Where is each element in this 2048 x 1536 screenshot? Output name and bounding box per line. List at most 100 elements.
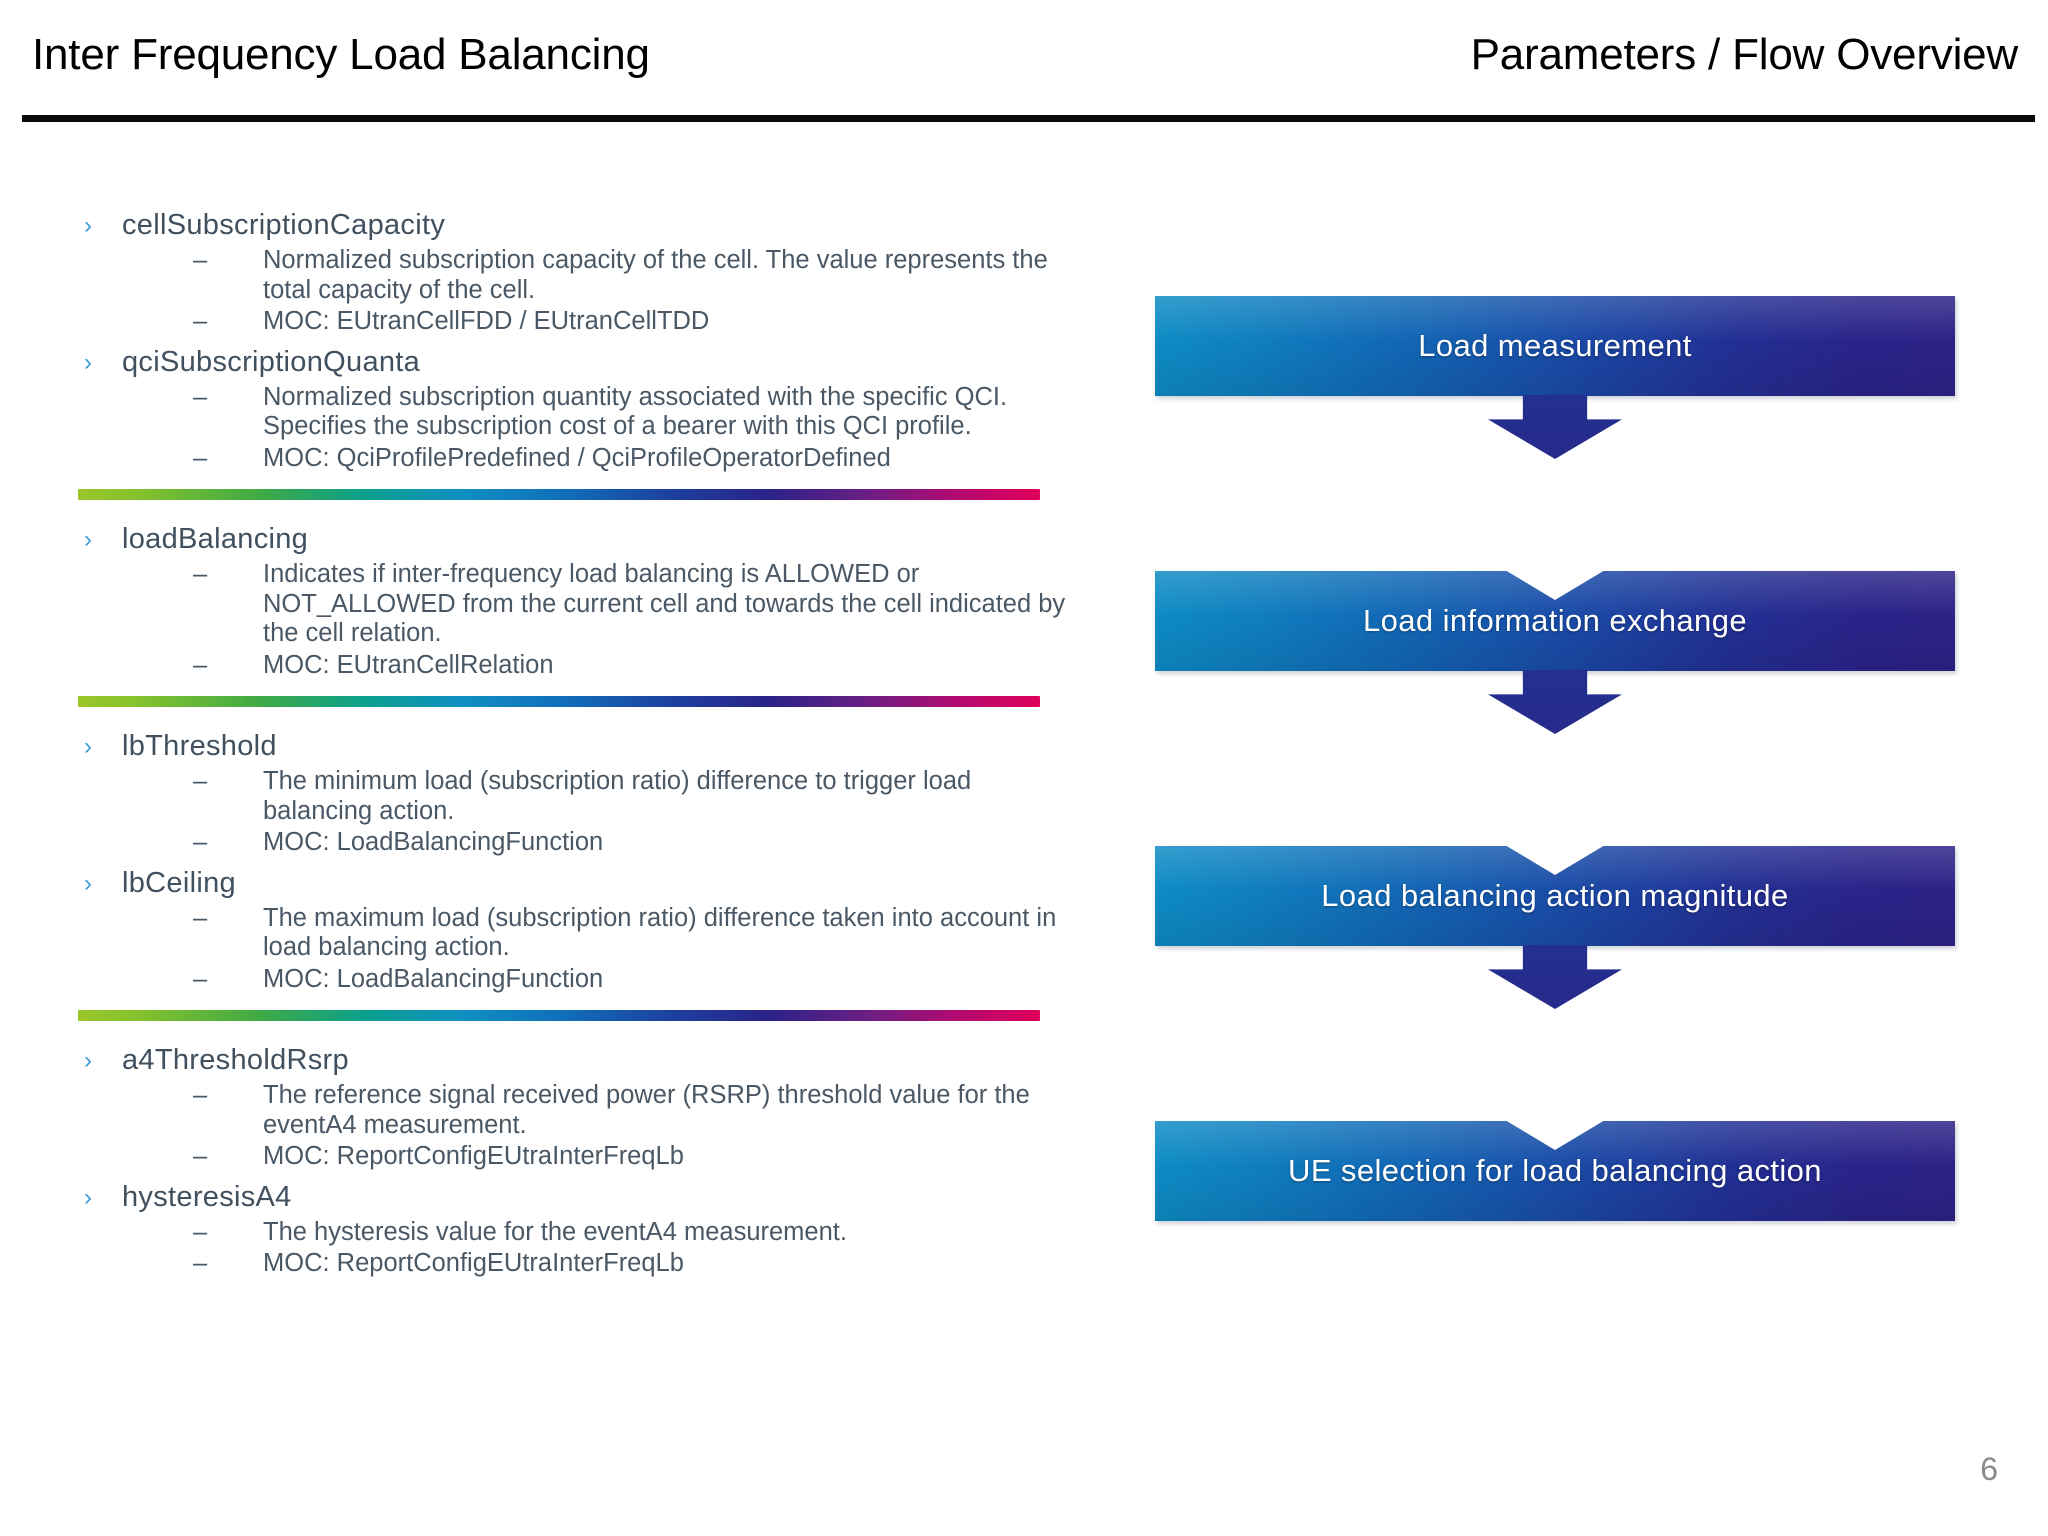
chevron-right-icon: › — [84, 869, 93, 897]
parameter-group: › cellSubscriptionCapacity – Normalized sub… — [78, 206, 1068, 473]
parameter-name-label: lbCeiling — [122, 866, 236, 899]
parameter-group: › a4ThresholdRsrp – The reference signal re… — [78, 1041, 1068, 1279]
parameter-detail: – MOC: LoadBalancingFunction — [78, 828, 1068, 858]
flow-step-label: Load information exchange — [1363, 603, 1747, 638]
parameter-name: › qciSubscriptionQuanta — [78, 343, 1068, 381]
chevron-right-icon: › — [84, 1047, 93, 1074]
parameter-detail-label: MOC: LoadBalancingFunction — [263, 964, 604, 993]
parameter-detail-list: – The maximum load (subscription ratio) d… — [78, 904, 1068, 995]
parameter-detail-label: MOC: EUtranCellRelation — [263, 650, 554, 679]
slide-header: Inter Frequency Load Balancing Parameter… — [0, 0, 2048, 130]
parameter-name-label: hysteresisA4 — [122, 1180, 292, 1213]
parameter-name: › a4ThresholdRsrp — [78, 1041, 1068, 1079]
parameter-detail: – The hysteresis value for the eventA4 me… — [78, 1218, 1068, 1248]
parameter-name: › lbCeiling — [78, 864, 1068, 902]
page-title: Inter Frequency Load Balancing — [32, 30, 650, 79]
parameter-name-label: qciSubscriptionQuanta — [122, 345, 421, 378]
flow-step: Load information exchange — [1155, 570, 1955, 734]
chevron-right-icon: › — [84, 733, 93, 760]
dash-icon: – — [193, 964, 208, 993]
parameter-detail-list: – The hysteresis value for the eventA4 me… — [78, 1218, 1068, 1279]
parameter-detail-label: MOC: ReportConfigEUtraInterFreqLb — [263, 1142, 684, 1170]
parameter-name-label: lbThreshold — [122, 730, 277, 762]
parameter-detail: – The minimum load (subscription ratio) d… — [78, 767, 1068, 826]
parameter-detail: – The reference signal received power (RS… — [78, 1081, 1068, 1140]
parameter-name: › cellSubscriptionCapacity — [78, 206, 1068, 244]
parameter-detail: – Normalized subscription quantity associ… — [78, 383, 1068, 442]
dash-icon: – — [193, 650, 208, 679]
parameter-detail: – MOC: EUtranCellRelation — [78, 651, 1068, 681]
parameter-detail-list: – Normalized subscription capacity of the… — [78, 246, 1068, 337]
chevron-right-icon: › — [84, 212, 93, 239]
dash-icon: – — [193, 1142, 208, 1170]
flow-step: Load measurement — [1155, 296, 1955, 459]
parameter-detail: – MOC: ReportConfigEUtraInterFreqLb — [78, 1142, 1068, 1172]
dash-icon: – — [193, 1217, 208, 1246]
dash-icon: – — [193, 443, 208, 472]
flow-step-label: Load balancing action magnitude — [1321, 878, 1789, 913]
parameter-detail-label: Indicates if inter-frequency load balanc… — [263, 560, 1066, 647]
parameter-detail: – The maximum load (subscription ratio) d… — [78, 904, 1068, 963]
parameter-item: › cellSubscriptionCapacity – Normalized sub… — [78, 206, 1068, 337]
parameter-item: › lbThreshold – The minimum load (subscript… — [78, 727, 1068, 858]
dash-icon: – — [193, 1249, 208, 1277]
parameter-detail-label: The maximum load (subscription ratio) di… — [263, 903, 1057, 962]
parameter-name: › loadBalancing — [78, 520, 1068, 558]
dash-icon: – — [193, 767, 208, 795]
page-number: 6 — [1980, 1451, 1998, 1487]
flow-step: UE selection for load balancing action — [1155, 1120, 1955, 1221]
parameter-item: › lbCeiling – The maximum load (subscriptio… — [78, 864, 1068, 995]
dash-icon: – — [193, 1081, 208, 1109]
dash-icon: – — [193, 560, 208, 588]
parameter-detail-label: Normalized subscription quantity associa… — [263, 382, 1008, 441]
parameter-detail-label: The hysteresis value for the eventA4 mea… — [263, 1217, 847, 1246]
flow-step-label: UE selection for load balancing action — [1288, 1153, 1822, 1188]
parameter-detail-label: MOC: LoadBalancingFunction — [263, 828, 604, 856]
parameter-detail: – MOC: LoadBalancingFunction — [78, 965, 1068, 995]
parameter-group: › loadBalancing – Indicates if inter-freque… — [78, 520, 1068, 680]
parameter-item: › qciSubscriptionQuanta – Normalized subscr… — [78, 343, 1068, 474]
dash-icon: – — [193, 307, 208, 335]
parameter-detail-label: MOC: QciProfilePredefined / QciProfileOp… — [263, 443, 891, 472]
arrow-down-icon — [1488, 945, 1622, 1009]
flow-step-box — [1155, 1121, 1955, 1221]
parameter-detail: – MOC: ReportConfigEUtraInterFreqLb — [78, 1249, 1068, 1279]
flow-step-box — [1155, 296, 1955, 396]
dash-icon: – — [193, 903, 208, 932]
parameter-detail: – Indicates if inter-frequency load balan… — [78, 560, 1068, 649]
parameter-name-label: cellSubscriptionCapacity — [122, 209, 446, 241]
gradient-divider — [78, 696, 1040, 707]
parameter-item: ›hysteresisA4–The hysteresis value for t… — [78, 1178, 1068, 1279]
parameter-detail-label: Normalized subscription capacity of the … — [263, 246, 1048, 304]
parameter-detail-label: The minimum load (subscription ratio) di… — [263, 767, 972, 825]
parameter-detail-label: The reference signal received power (RSR… — [263, 1081, 1030, 1139]
parameter-detail-label: MOC: ReportConfigEUtraInterFreqLb — [263, 1249, 684, 1277]
page-subtitle: Parameters / Flow Overview — [1470, 30, 2019, 79]
parameter-detail-list: – Normalized subscription quantity associ… — [78, 383, 1068, 474]
parameter-item: › loadBalancing – Indicates if inter-freque… — [78, 520, 1068, 680]
parameter-detail-label: MOC: EUtranCellFDD / EUtranCellTDD — [263, 307, 710, 335]
parameter-detail: – MOC: QciProfilePredefined / QciProfileO… — [78, 444, 1068, 474]
arrow-down-icon — [1488, 395, 1622, 459]
gradient-divider — [78, 489, 1040, 500]
dash-icon: – — [193, 828, 208, 856]
chevron-right-icon: › — [84, 348, 93, 376]
chevron-right-icon: › — [84, 526, 93, 553]
parameter-name: ›hysteresisA4 — [78, 1178, 1068, 1216]
parameter-detail: – Normalized subscription capacity of the… — [78, 246, 1068, 305]
parameter-detail-list: – The reference signal received power (RS… — [78, 1081, 1068, 1172]
parameter-item: › a4ThresholdRsrp – The reference signal re… — [78, 1041, 1068, 1172]
parameter-detail-list: – Indicates if inter-frequency load balan… — [78, 560, 1068, 680]
parameter-group: › lbThreshold – The minimum load (subscript… — [78, 727, 1068, 994]
dash-icon: – — [193, 246, 208, 274]
parameter-list: › cellSubscriptionCapacity – Normalized sub… — [78, 200, 1068, 1281]
gradient-divider — [78, 1010, 1040, 1021]
parameter-name-label: a4ThresholdRsrp — [122, 1044, 349, 1076]
parameter-name-label: loadBalancing — [122, 523, 309, 555]
header-divider-rule — [22, 115, 2035, 122]
arrow-down-icon — [1488, 670, 1622, 734]
dash-icon: – — [193, 382, 208, 411]
flow-step: Load balancing action magnitude — [1155, 845, 1955, 1009]
parameter-name: › lbThreshold — [78, 727, 1068, 765]
